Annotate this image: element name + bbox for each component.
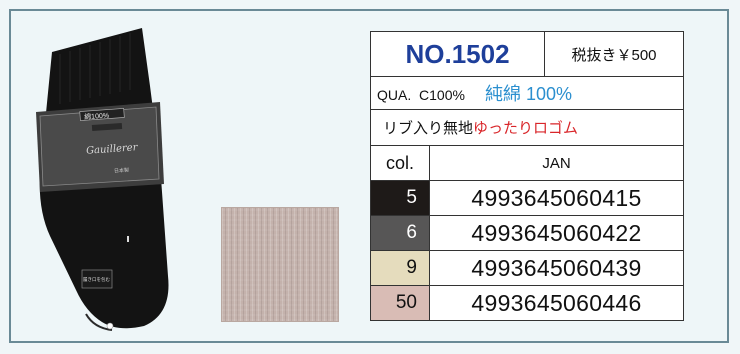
table-header-row: col. JAN xyxy=(370,145,685,181)
quality-text: 純綿 100% xyxy=(484,84,572,104)
jan-code-cell: 4993645060422 xyxy=(428,215,685,251)
description-emphasis: ゆったりロゴム xyxy=(473,120,579,137)
table-row: 5 4993645060415 xyxy=(370,180,685,216)
product-number: NO.1502 xyxy=(369,31,546,77)
fabric-texture-swatch xyxy=(221,207,339,322)
description-row: リブ入り無地ゆったりロゴム xyxy=(369,109,685,146)
jan-header: JAN xyxy=(428,145,685,181)
table-row: 50 4993645060446 xyxy=(370,285,685,321)
table-row: 6 4993645060422 xyxy=(370,215,685,251)
color-code-cell: 5 xyxy=(370,180,430,216)
description-plain: リブ入り無地 xyxy=(383,120,474,137)
quality-code: C100% xyxy=(419,87,465,103)
jan-code-cell: 4993645060446 xyxy=(428,285,685,321)
band-note-text: 日本製 xyxy=(114,167,129,175)
spec-title-row: NO.1502 税抜き￥500 xyxy=(369,31,685,77)
quality-cell: QUA. C100% 純綿 100% xyxy=(369,76,685,110)
col-header: col. xyxy=(370,145,430,181)
band-label-text: 綿100% xyxy=(84,111,109,122)
spec-table: NO.1502 税抜き￥500 QUA. C100% 純綿 100% リブ入り無地… xyxy=(369,31,685,321)
sticker-text: 履き口を包む xyxy=(83,276,110,283)
quality-label: QUA. xyxy=(377,87,412,103)
color-code-cell: 6 xyxy=(370,215,430,251)
quality-row: QUA. C100% 純綿 100% xyxy=(369,76,685,110)
sock-product-image: 綿100% Gauillerer 日本製 履き口を包む xyxy=(36,28,169,331)
color-code-cell: 50 xyxy=(370,285,430,321)
description-cell: リブ入り無地ゆったりロゴム xyxy=(369,109,685,146)
band-brand-text: Gauillerer xyxy=(86,142,139,157)
jan-code-cell: 4993645060439 xyxy=(428,250,685,286)
price-label: 税抜き￥500 xyxy=(544,31,685,77)
jan-code-cell: 4993645060415 xyxy=(428,180,685,216)
table-row: 9 4993645060439 xyxy=(370,250,685,286)
color-code-cell: 9 xyxy=(370,250,430,286)
